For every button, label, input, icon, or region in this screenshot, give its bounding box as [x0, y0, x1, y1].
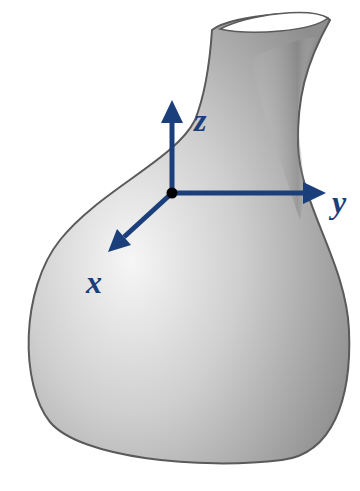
origin-dot: [167, 188, 178, 199]
z-axis: [170, 120, 175, 193]
axis-label: x: [86, 266, 102, 298]
vase-body: [29, 14, 350, 464]
axis-label: y: [332, 186, 346, 218]
y-axis: [172, 191, 305, 196]
x-arrowhead: [108, 229, 131, 252]
y-arrowhead: [303, 182, 326, 204]
axis-label: z: [194, 104, 206, 136]
vase-opening: [220, 13, 328, 33]
z-arrowhead: [161, 100, 183, 123]
x-axis: [124, 193, 172, 237]
coordinate-axes: [108, 100, 326, 252]
